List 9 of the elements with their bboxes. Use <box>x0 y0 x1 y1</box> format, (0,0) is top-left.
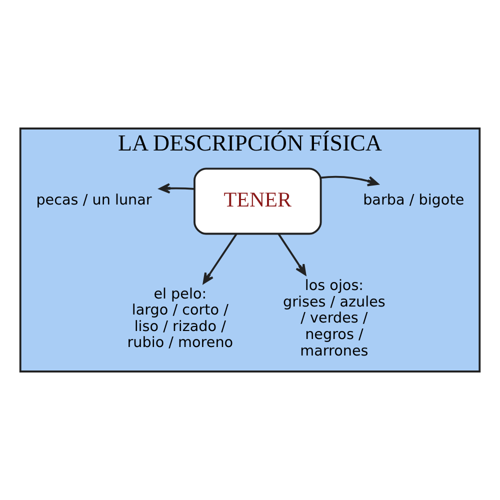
node-text: el pelo: largo / corto / liso / rizado / rubio / moreno <box>127 286 234 352</box>
arrow <box>202 233 238 284</box>
arrow <box>278 233 306 276</box>
node-text: los ojos: grises / azules / verdes / negros / marrones <box>283 278 386 360</box>
node-text: barba / bigote <box>363 192 464 209</box>
node-box: TENER <box>194 168 322 235</box>
node-text: pecas / un lunar <box>36 192 152 209</box>
arrow <box>320 176 379 186</box>
arrow <box>158 183 194 194</box>
